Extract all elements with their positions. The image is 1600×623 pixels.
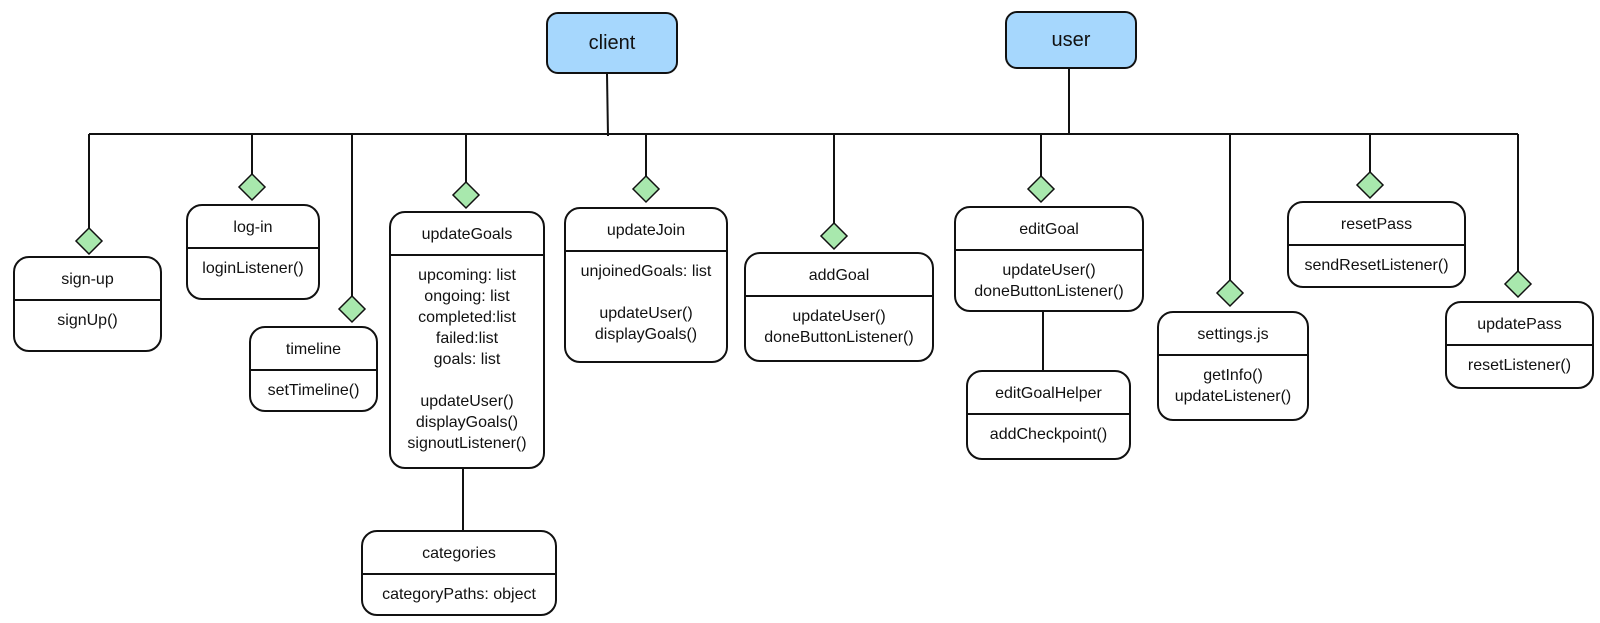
class-member: getInfo() bbox=[1203, 367, 1263, 384]
class-member: displayGoals() bbox=[594, 326, 698, 343]
class-edit-goal-helper[interactable]: editGoalHelper addCheckpoint() bbox=[966, 370, 1131, 460]
aggregation-diamond-sign-up bbox=[74, 226, 104, 256]
aggregation-diamond-timeline bbox=[337, 294, 367, 324]
class-name: editGoal bbox=[956, 208, 1142, 251]
class-name: updateJoin bbox=[566, 209, 726, 252]
class-name: settings.js bbox=[1159, 313, 1307, 356]
class-member: doneButtonListener() bbox=[764, 329, 914, 346]
class-members: setTimeline() bbox=[251, 371, 376, 401]
class-member: setTimeline() bbox=[267, 382, 360, 399]
class-members: updateUser() doneButtonListener() bbox=[956, 251, 1142, 302]
class-member: doneButtonListener() bbox=[974, 283, 1124, 300]
aggregation-diamond-update-pass bbox=[1503, 269, 1533, 299]
class-member: ongoing: list bbox=[424, 288, 510, 305]
class-name: updatePass bbox=[1447, 303, 1592, 346]
class-update-pass[interactable]: updatePass resetListener() bbox=[1445, 301, 1594, 389]
class-name: log-in bbox=[188, 206, 318, 249]
class-member: addCheckpoint() bbox=[989, 426, 1108, 443]
user-label: user bbox=[1051, 29, 1091, 51]
class-member: signoutListener() bbox=[407, 435, 527, 452]
class-member: resetListener() bbox=[1467, 357, 1572, 374]
class-name: editGoalHelper bbox=[968, 372, 1129, 415]
class-name: addGoal bbox=[746, 254, 932, 297]
client-label: client bbox=[588, 32, 636, 54]
class-edit-goal[interactable]: editGoal updateUser() doneButtonListener() bbox=[954, 206, 1144, 312]
member-spacer bbox=[566, 282, 726, 303]
class-sign-up[interactable]: sign-up signUp() bbox=[13, 256, 162, 352]
class-name: resetPass bbox=[1289, 203, 1464, 246]
class-reset-pass[interactable]: resetPass sendResetListener() bbox=[1287, 201, 1466, 288]
class-members: addCheckpoint() bbox=[968, 415, 1129, 445]
aggregation-diamond-reset-pass bbox=[1355, 170, 1385, 200]
class-add-goal[interactable]: addGoal updateUser() doneButtonListener() bbox=[744, 252, 934, 362]
class-member: unjoinedGoals: list bbox=[580, 263, 712, 280]
class-members: unjoinedGoals: list updateUser() displayGo… bbox=[566, 252, 726, 345]
member-spacer bbox=[391, 370, 543, 391]
class-member: goals: list bbox=[433, 351, 501, 368]
class-member: updateUser() bbox=[792, 308, 886, 325]
aggregation-diamond-add-goal bbox=[819, 221, 849, 251]
class-members: signUp() bbox=[15, 301, 160, 331]
class-members: updateUser() doneButtonListener() bbox=[746, 297, 932, 348]
class-member: updateUser() bbox=[599, 305, 693, 322]
user-node[interactable]: user bbox=[1005, 11, 1137, 69]
class-member: updateUser() bbox=[1002, 262, 1096, 279]
class-update-goals[interactable]: updateGoals upcoming: list ongoing: list co… bbox=[389, 211, 545, 469]
aggregation-diamond-update-join bbox=[631, 174, 661, 204]
class-settings-js[interactable]: settings.js getInfo() updateListener() bbox=[1157, 311, 1309, 421]
class-name: categories bbox=[363, 532, 555, 575]
class-member: updateUser() bbox=[420, 393, 514, 410]
aggregation-diamond-update-goals bbox=[451, 180, 481, 210]
class-members: resetListener() bbox=[1447, 346, 1592, 376]
class-member: updateListener() bbox=[1174, 388, 1292, 405]
class-member: sendResetListener() bbox=[1304, 257, 1449, 274]
class-timeline[interactable]: timeline setTimeline() bbox=[249, 326, 378, 412]
class-log-in[interactable]: log-in loginListener() bbox=[186, 204, 320, 300]
class-member: failed:list bbox=[435, 330, 499, 347]
class-member: completed:list bbox=[418, 309, 516, 326]
class-name: sign-up bbox=[15, 258, 160, 301]
class-member: loginListener() bbox=[202, 260, 304, 277]
class-members: upcoming: list ongoing: list completed:lis… bbox=[391, 256, 543, 454]
class-members: categoryPaths: object bbox=[363, 575, 555, 605]
class-name: updateGoals bbox=[391, 213, 543, 256]
class-members: loginListener() bbox=[188, 249, 318, 279]
aggregation-diamond-settings-js bbox=[1215, 278, 1245, 308]
class-member: displayGoals() bbox=[415, 414, 519, 431]
class-categories[interactable]: categories categoryPaths: object bbox=[361, 530, 557, 616]
class-name: timeline bbox=[251, 328, 376, 371]
aggregation-diamond-edit-goal bbox=[1026, 174, 1056, 204]
class-member: signUp() bbox=[57, 312, 118, 329]
class-members: sendResetListener() bbox=[1289, 246, 1464, 276]
class-member: categoryPaths: object bbox=[382, 586, 536, 603]
class-update-join[interactable]: updateJoin unjoinedGoals: list updateUser(… bbox=[564, 207, 728, 363]
class-member: upcoming: list bbox=[418, 267, 516, 284]
client-node[interactable]: client bbox=[546, 12, 678, 74]
client-link bbox=[606, 73, 609, 137]
class-members: getInfo() updateListener() bbox=[1159, 356, 1307, 407]
aggregation-diamond-log-in bbox=[237, 172, 267, 202]
